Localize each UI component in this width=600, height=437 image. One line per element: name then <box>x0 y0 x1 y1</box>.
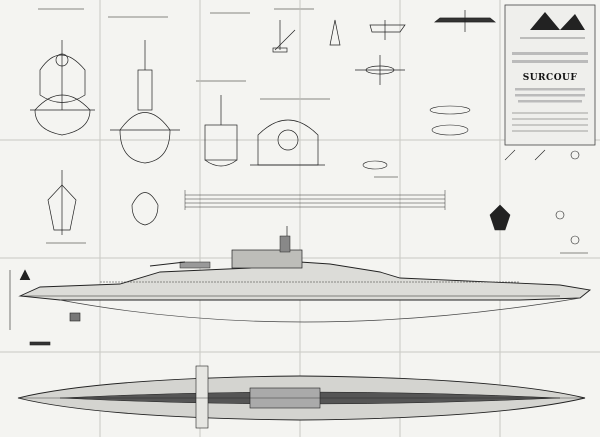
title-block: SURCOUF <box>504 4 596 146</box>
bow-view <box>47 170 159 235</box>
title-block-title: SURCOUF <box>523 73 578 83</box>
submarine-plan-view <box>17 365 586 429</box>
antenna-wires <box>184 190 446 210</box>
annotation-placeholders <box>38 8 588 254</box>
scale-column <box>9 269 81 346</box>
small-parts-details <box>362 105 580 245</box>
submarine-side-profile <box>18 226 592 323</box>
crane-and-seaplane-details <box>272 10 496 85</box>
section-views-top-left <box>30 40 325 167</box>
